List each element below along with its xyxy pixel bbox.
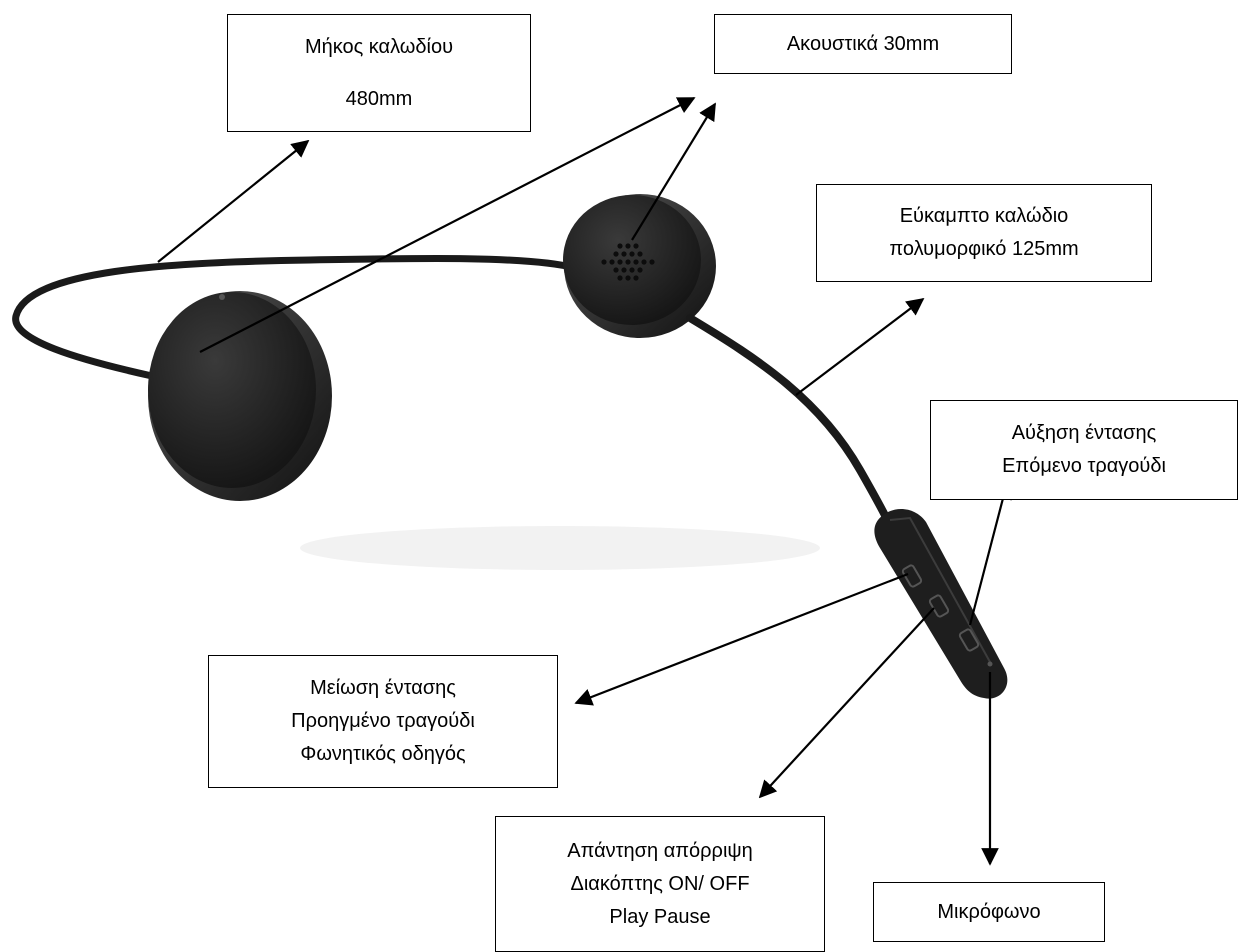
- callout-volume-up: Αύξηση έντασης Επόμενο τραγούδι: [930, 400, 1238, 500]
- callout-microphone: Μικρόφωνο: [873, 882, 1105, 942]
- callout-cable-length: Μήκος καλωδίου 480mm: [227, 14, 531, 132]
- microphone-line-1: Μικρόφωνο: [937, 896, 1040, 929]
- volume-down-line-1: Μείωση έντασης: [310, 672, 456, 705]
- answer-line-2: Διακόπτης ON/ OFF: [570, 868, 749, 901]
- volume-down-line-2: Προηγμένο τραγούδι: [291, 705, 475, 738]
- callout-flex-cable: Εύκαμπτο καλώδιο πολυμορφικό 125mm: [816, 184, 1152, 282]
- answer-line-3: Play Pause: [609, 901, 710, 934]
- volume-up-line-2: Επόμενο τραγούδι: [1002, 450, 1166, 483]
- arrow-volume-up: [970, 483, 1007, 625]
- flex-cable-line-2: πολυμορφικό 125mm: [889, 233, 1078, 266]
- answer-line-1: Απάντηση απόρριψη: [567, 835, 753, 868]
- arrow-answer: [760, 608, 934, 797]
- callout-speakers: Ακουστικά 30mm: [714, 14, 1012, 74]
- flex-gooseneck: [690, 318, 893, 532]
- arrow-flex-cable: [796, 299, 923, 395]
- cable-length-line-2: 480mm: [346, 73, 413, 125]
- callout-volume-down: Μείωση έντασης Προηγμένο τραγούδι Φωνητι…: [208, 655, 558, 788]
- volume-up-line-1: Αύξηση έντασης: [1012, 417, 1157, 450]
- arrow-volume-down: [576, 574, 908, 703]
- left-earpiece: [148, 291, 332, 501]
- headset-shadow: [300, 526, 820, 570]
- volume-down-line-3: Φωνητικός οδηγός: [300, 738, 465, 771]
- callout-answer-power: Απάντηση απόρριψη Διακόπτης ON/ OFF Play…: [495, 816, 825, 952]
- remote-control: [874, 509, 1007, 699]
- arrow-cable-length: [158, 141, 308, 262]
- speakers-line-1: Ακουστικά 30mm: [787, 28, 939, 61]
- flex-cable-line-1: Εύκαμπτο καλώδιο: [900, 200, 1069, 233]
- cable-length-line-1: Μήκος καλωδίου: [305, 21, 453, 73]
- microphone-hole: [988, 662, 993, 667]
